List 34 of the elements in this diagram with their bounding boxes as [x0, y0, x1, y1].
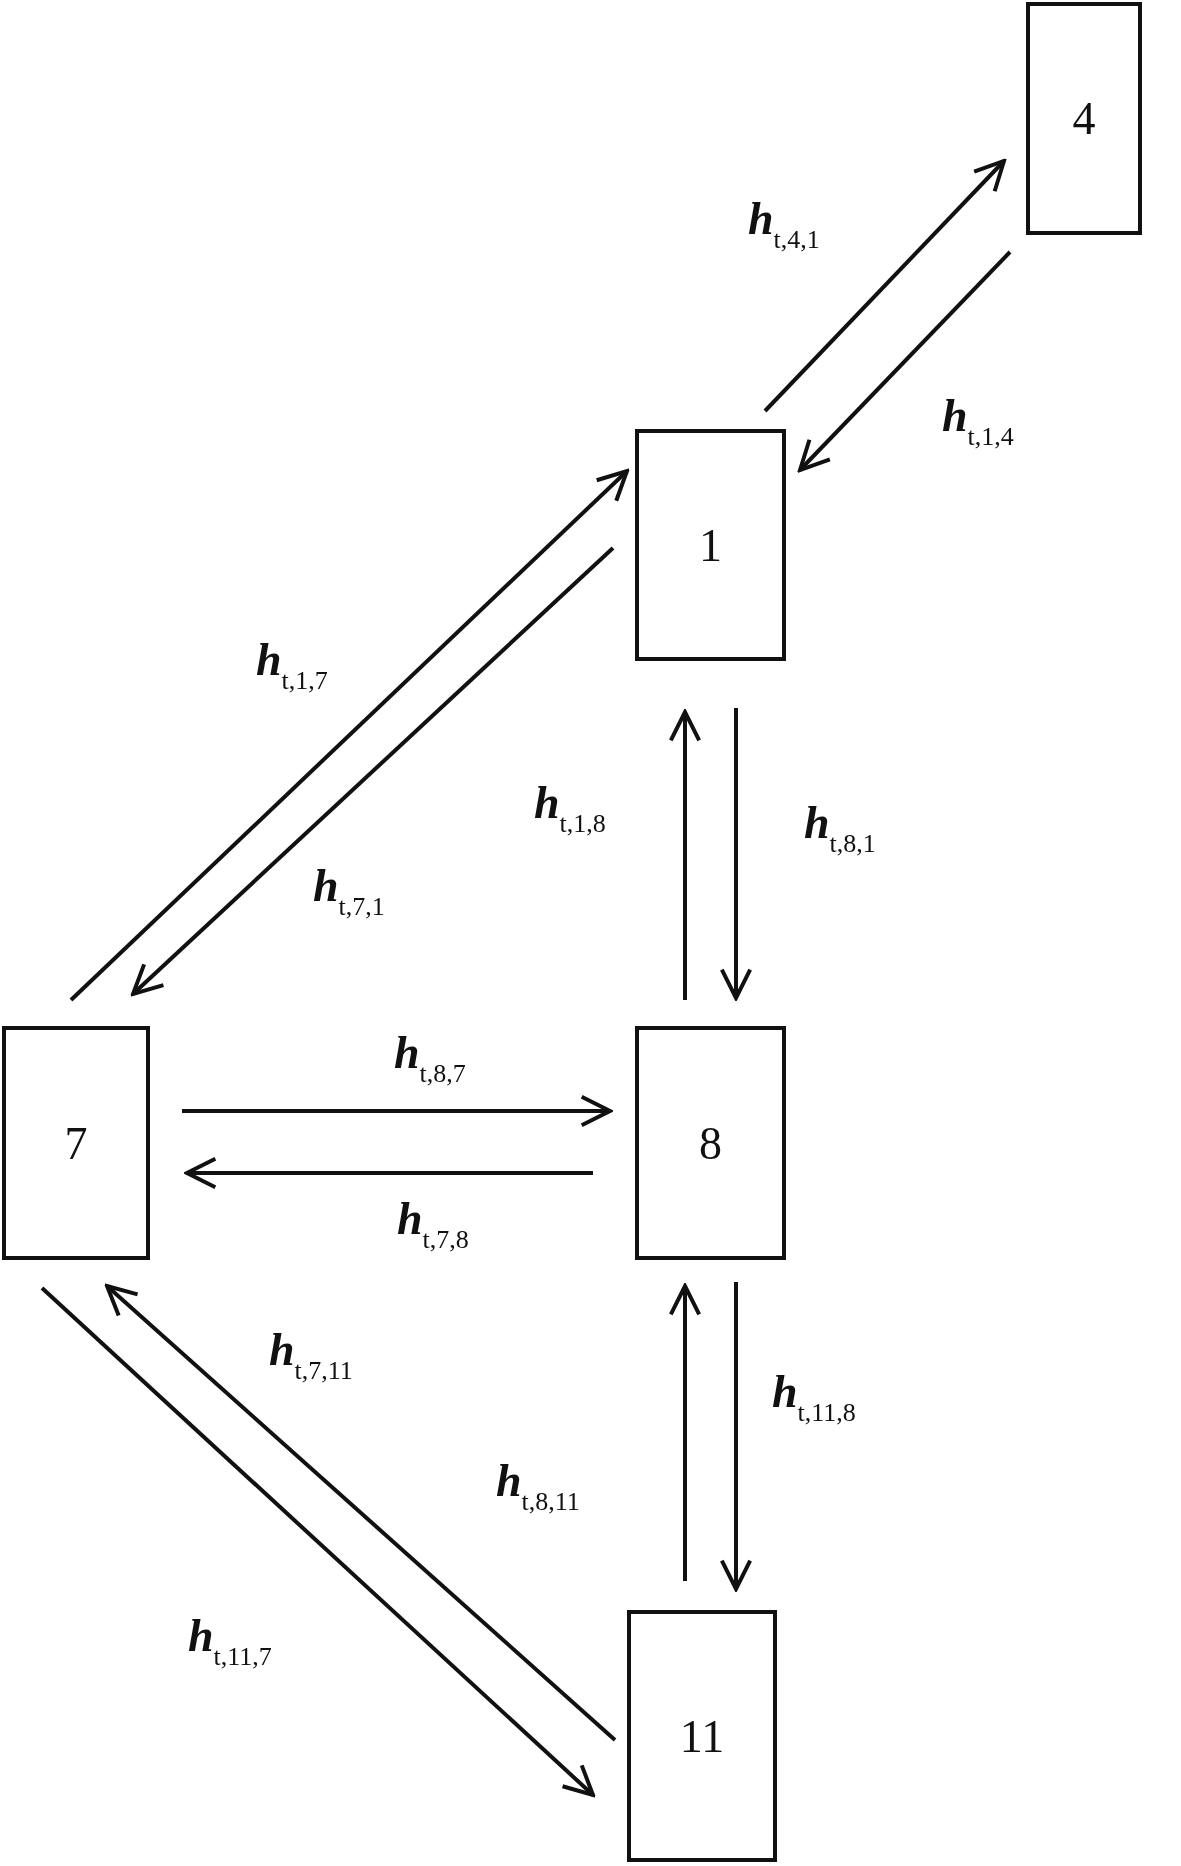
- edge-label: h$_{t,1,7}$: [256, 637, 328, 694]
- edge-label: h$_{t,8,7}$: [394, 1030, 466, 1087]
- edge-label: h$_{t,11,8}$: [772, 1369, 856, 1426]
- edge-label: h$_{t,7,11}$: [269, 1327, 353, 1384]
- arrow: [185, 1156, 593, 1190]
- arrow: [668, 710, 702, 1000]
- arrow: [798, 250, 1012, 472]
- edge-label: h$_{t,7,8}$: [397, 1196, 469, 1253]
- arrow: [719, 708, 753, 1000]
- node-number: 11: [679, 1709, 725, 1763]
- edge-label: h$_{t,8,1}$: [804, 800, 876, 857]
- node-box: [635, 1026, 786, 1260]
- edge-label: h$_{t,7,1}$: [313, 863, 385, 920]
- arrow: [131, 546, 615, 996]
- edge-label: h$_{t,4,1}$: [748, 196, 820, 253]
- arrow: [40, 1286, 595, 1797]
- arrow: [763, 159, 1006, 413]
- node-box: [635, 429, 786, 661]
- node-box: [2, 1026, 150, 1260]
- arrow: [719, 1282, 753, 1591]
- edge-label: h$_{t,8,11}$: [496, 1458, 580, 1515]
- edge-label: h$_{t,1,8}$: [534, 780, 606, 837]
- node-number: 8: [699, 1116, 722, 1170]
- node-box: [627, 1610, 777, 1862]
- arrow: [69, 469, 629, 1002]
- node-number: 4: [1072, 92, 1096, 145]
- arrow: [182, 1094, 612, 1128]
- node-box: [1026, 2, 1142, 235]
- node-number: 7: [64, 1116, 88, 1170]
- edge-label: h$_{t,11,7}$: [188, 1613, 272, 1670]
- edge-label: h$_{t,1,4}$: [942, 393, 1014, 450]
- node-number: 1: [699, 518, 722, 572]
- arrow: [668, 1284, 702, 1581]
- arrow: [105, 1284, 617, 1742]
